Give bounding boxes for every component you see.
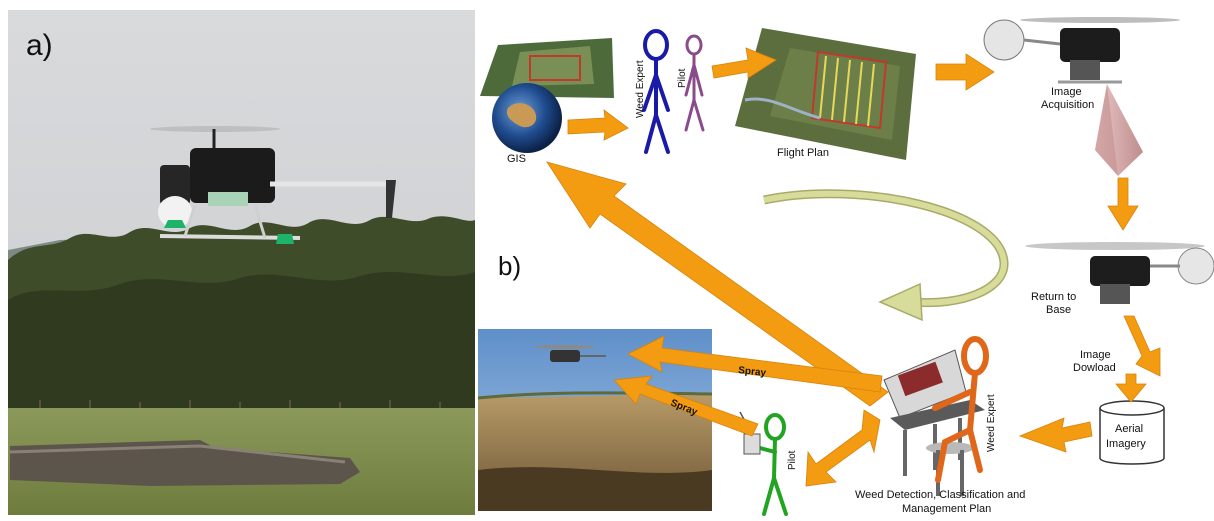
arrows <box>546 47 1161 487</box>
panel-b-label: b) <box>498 251 521 281</box>
helicopter-acquisition-icon <box>983 17 1180 84</box>
arrow-pilot-to-flightplan <box>711 47 777 79</box>
helicopter-photo-icon <box>150 126 396 244</box>
image-acquisition-label-1: Image <box>1051 86 1082 98</box>
camera-view-cone <box>1095 84 1143 176</box>
return-to-base-label-2: Base <box>1046 304 1071 316</box>
arrow-plan-to-acquisition <box>935 53 995 91</box>
spray-label-1: Spray <box>738 365 767 379</box>
workflow-panel-b: GIS Weed Expert Pilot <box>477 17 1214 516</box>
database-cylinder-icon <box>1099 400 1165 465</box>
aerial-imagery-label-1: Aerial <box>1115 423 1143 435</box>
arrow-return-to-download <box>1123 315 1161 377</box>
detection-label-2: Management Plan <box>902 503 991 515</box>
flight-plan-label: Flight Plan <box>777 147 829 159</box>
arrow-spray-1 <box>627 335 883 393</box>
arrow-spray-2 <box>613 375 759 437</box>
gis-map-icon <box>480 38 614 98</box>
globe-icon <box>492 83 562 153</box>
pilot-bottom-label: Pilot <box>787 450 798 470</box>
aerial-imagery-label-2: Imagery <box>1106 438 1146 450</box>
pilot-top-label: Pilot <box>677 68 688 88</box>
helicopter-return-icon <box>1025 242 1214 304</box>
image-download-label-1: Image <box>1080 349 1111 361</box>
curved-feedback-arrow <box>763 189 1009 322</box>
weed-expert-bottom-label: Weed Expert <box>986 394 997 452</box>
photo-panel-a: a) <box>8 10 475 515</box>
weed-expert-top-label: Weed Expert <box>635 60 646 118</box>
panel-a-label: a) <box>26 29 53 62</box>
weed-expert-bottom-figure <box>932 336 989 483</box>
arrow-imagery-to-workstation <box>1018 417 1093 453</box>
image-acquisition-label-2: Acquisition <box>1041 99 1094 111</box>
arrow-gis-to-expert <box>567 109 629 141</box>
image-download-label-2: Dowload <box>1073 362 1116 374</box>
arrow-expert-pilot <box>805 409 881 487</box>
pilot-bottom-figure <box>758 413 788 516</box>
flight-plan-map-icon <box>735 28 916 160</box>
workstation-icon <box>883 349 985 496</box>
pilot-top-figure <box>684 34 705 132</box>
arrow-download-to-imagery <box>1115 373 1147 403</box>
weed-expert-top-figure <box>642 29 670 154</box>
return-to-base-label-1: Return to <box>1031 291 1076 303</box>
detection-label-1: Weed Detection, Classification and <box>855 489 1025 501</box>
gis-label: GIS <box>507 153 526 165</box>
arrow-acquisition-to-return <box>1107 177 1139 231</box>
